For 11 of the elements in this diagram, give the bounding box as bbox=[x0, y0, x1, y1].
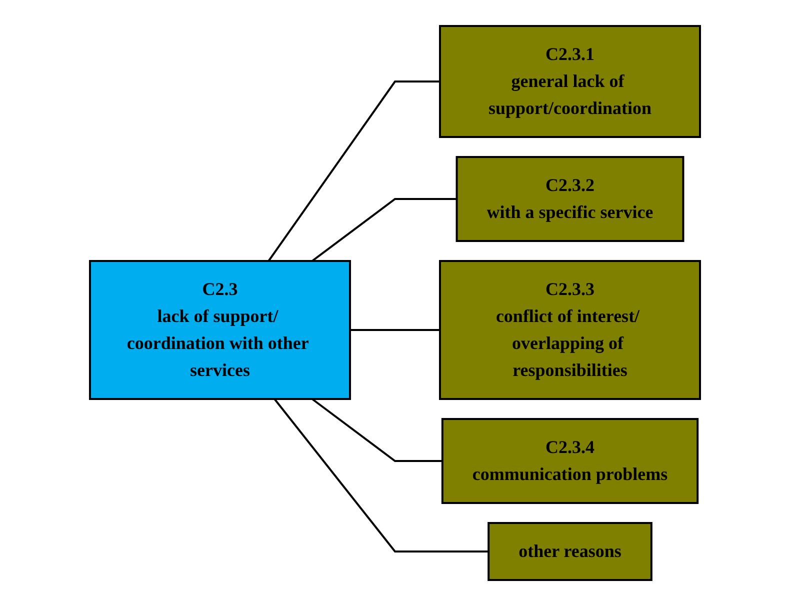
node-box: C2.3.2 with a specific service bbox=[455, 156, 684, 242]
node-box: C2.3.1 general lack of support/coordination bbox=[438, 25, 700, 138]
connector bbox=[273, 398, 488, 552]
connector bbox=[267, 80, 440, 262]
node-box: C2.3.4 communication problems bbox=[440, 418, 698, 504]
connector bbox=[311, 398, 442, 462]
node-box: C2.3 lack of support/ coordination with other services bbox=[88, 260, 350, 400]
connector bbox=[311, 198, 456, 262]
node-box: other reasons bbox=[487, 522, 652, 581]
connector bbox=[350, 329, 440, 331]
node-box: C2.3.3 conflict of interest/ overlapping of responsibilities bbox=[438, 260, 700, 400]
